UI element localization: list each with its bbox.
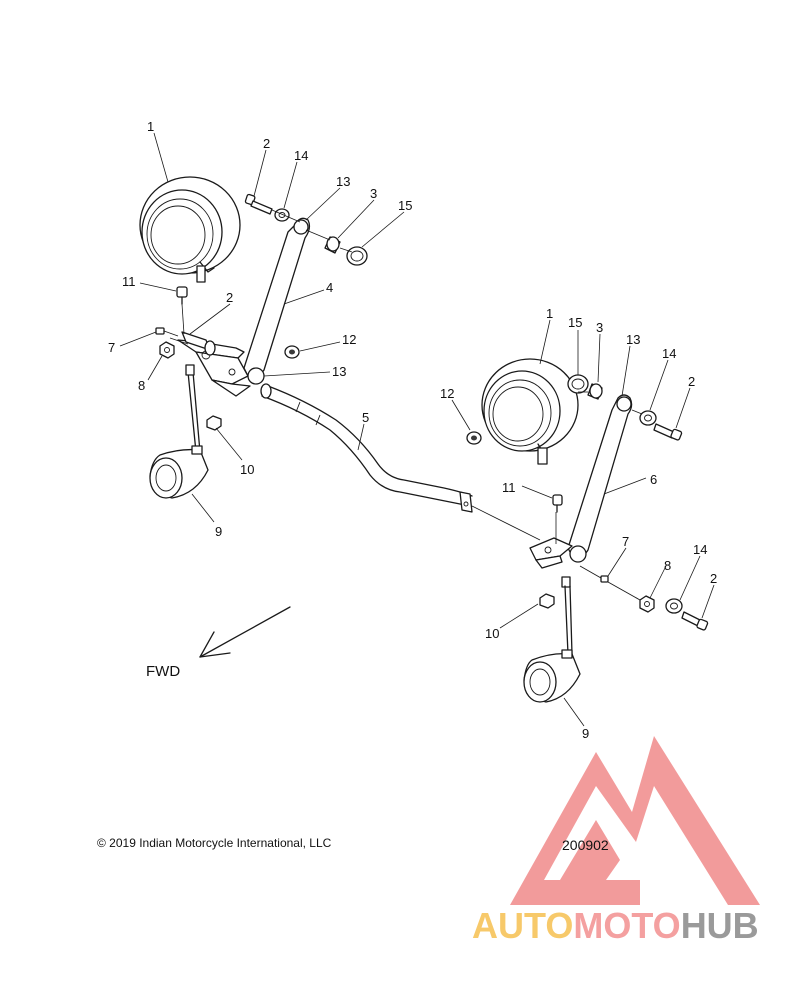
washer-15-right: [567, 374, 589, 394]
callout-2-right-lower: 2: [710, 571, 717, 586]
screw-7-right: [579, 565, 609, 583]
direction-label: FWD: [146, 663, 181, 680]
callout-5: 5: [362, 410, 369, 425]
callout-7-left: 7: [108, 340, 115, 355]
callout-14-right-upper: 14: [662, 346, 676, 361]
nut-12-left: [284, 345, 300, 359]
nut-10-right: [539, 593, 555, 609]
washer-14-upper-left: [274, 208, 290, 222]
callout-13-right: 13: [626, 332, 640, 347]
callout-8-right: 8: [664, 558, 671, 573]
callout-13-lower-left: 13: [332, 364, 346, 379]
callout-2-upper-left: 2: [263, 136, 270, 151]
forward-arrow-icon: [199, 606, 291, 658]
callout-13-upper-left: 13: [336, 174, 350, 189]
brand-part-hub: HUB: [680, 905, 759, 946]
callout-numbers: 1 2 14 13 3 15 11 2 4 7 12 8 13 10 9 1 1…: [108, 119, 717, 741]
callout-1-right: 1: [546, 306, 553, 321]
callout-1-left: 1: [147, 119, 154, 134]
bolt-2-right-upper: [653, 423, 683, 441]
callout-12-left: 12: [342, 332, 356, 347]
headlamp-left: [139, 176, 241, 283]
nut-8-left: [159, 341, 175, 359]
callout-15-right: 15: [568, 315, 582, 330]
callout-4: 4: [326, 280, 333, 295]
brand-part-auto: AUTO: [472, 905, 574, 946]
callout-14-right-lower: 14: [693, 542, 707, 557]
brand-part-moto: MOTO: [573, 905, 681, 946]
spacer-3-left: [324, 236, 341, 254]
callout-2-mid-left: 2: [226, 290, 233, 305]
washer-15-left: [346, 246, 368, 266]
washer-14-right-lower: [665, 598, 683, 614]
callout-15-left: 15: [398, 198, 412, 213]
callout-10-right: 10: [485, 626, 499, 641]
mount-bracket-right: [529, 537, 573, 569]
bolt-2-upper-left: [244, 193, 273, 215]
nut-10-left: [206, 415, 222, 431]
callout-leaders: [119, 132, 715, 727]
callout-11-right: 11: [502, 480, 516, 495]
headlamp-right: [481, 358, 579, 465]
copyright-notice: © 2019 Indian Motorcycle International, …: [97, 836, 332, 850]
callout-6: 6: [650, 472, 657, 487]
callout-12-right: 12: [440, 386, 454, 401]
watermark-logo-icon: [510, 736, 760, 905]
callout-9-right: 9: [582, 726, 589, 741]
callout-3-left: 3: [370, 186, 377, 201]
callout-11-left: 11: [122, 274, 136, 289]
washer-14-right-upper: [639, 410, 657, 426]
callout-3-right: 3: [596, 320, 603, 335]
bolt-11-left: [176, 286, 188, 305]
spacer-3-right: [587, 383, 603, 400]
turn-signal-left: [149, 364, 209, 499]
bolt-2-right-lower: [681, 611, 709, 631]
crossbar-5: [260, 383, 473, 513]
assembly-lines: [169, 209, 643, 544]
support-arm-4: [243, 217, 311, 385]
watermark-brand: AUTOMOTOHUB: [472, 905, 759, 947]
nut-8-right: [607, 581, 655, 613]
diagram-number: 200902: [562, 837, 609, 853]
mount-bracket-left: [177, 331, 251, 397]
callout-2-right-upper: 2: [688, 374, 695, 389]
callout-7-right: 7: [622, 534, 629, 549]
turn-signal-right: [523, 576, 581, 703]
callout-14-upper-left: 14: [294, 148, 308, 163]
screw-7-left: [155, 327, 179, 337]
callout-8-left: 8: [138, 378, 145, 393]
bolt-11-right: [552, 494, 563, 513]
callout-9-left: 9: [215, 524, 222, 539]
support-arm-6: [567, 394, 633, 563]
nut-12-right: [466, 431, 482, 445]
callout-10-left: 10: [240, 462, 254, 477]
